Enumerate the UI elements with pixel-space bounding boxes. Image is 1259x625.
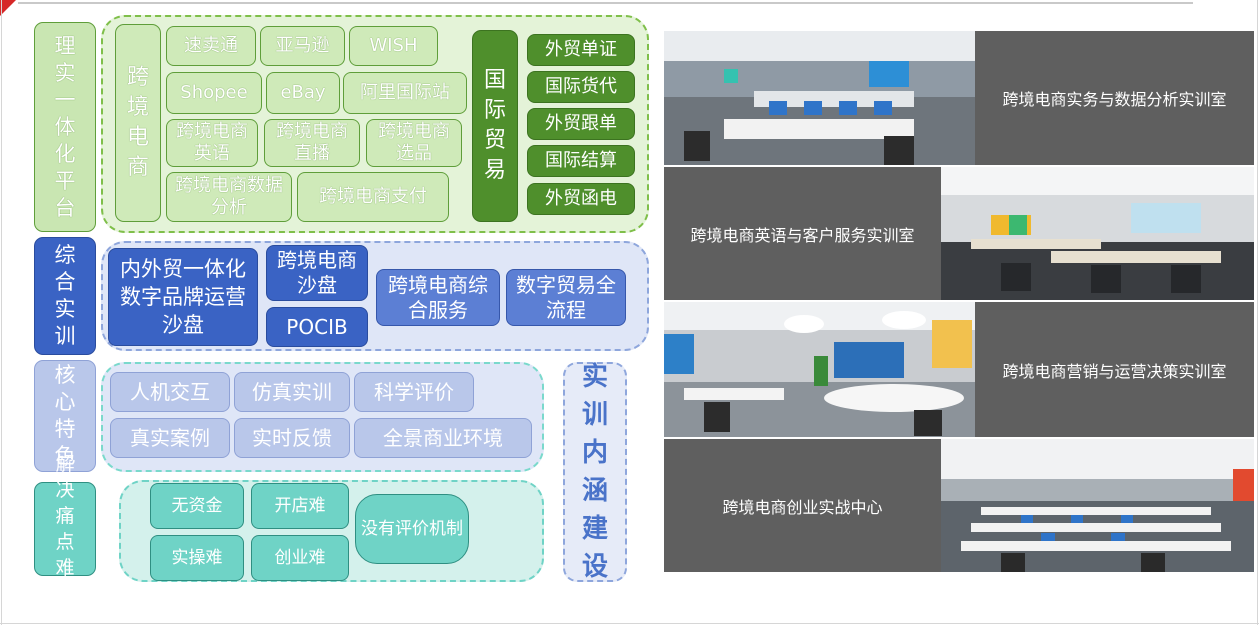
label-training: 综合实训 bbox=[34, 237, 96, 355]
module-tile-payment: 跨境电商支付 bbox=[297, 172, 449, 222]
room-photo-3 bbox=[664, 302, 975, 437]
room-photo-2 bbox=[941, 167, 1254, 300]
module-tile-live: 跨境电商直播 bbox=[264, 119, 360, 167]
feature-tile-business-env: 全景商业环境 bbox=[354, 418, 532, 458]
feature-tile-simulation: 仿真实训 bbox=[234, 372, 350, 412]
pain-tile-store-opening: 开店难 bbox=[251, 483, 349, 529]
module-tile-selection: 跨境电商选品 bbox=[366, 119, 462, 167]
frame-edge-left bbox=[1, 0, 2, 625]
platform-tile-ebay: eBay bbox=[266, 72, 340, 114]
platform-tile-aliexpress: 速卖通 bbox=[166, 26, 256, 66]
label-features: 核心特色 bbox=[34, 360, 96, 472]
pain-tile-practice: 实操难 bbox=[150, 535, 244, 581]
platform-tile-shopee: Shopee bbox=[166, 72, 262, 114]
frame-edge-bottom bbox=[0, 623, 1259, 624]
feature-tile-real-cases: 真实案例 bbox=[110, 418, 230, 458]
platform-tile-wish: WISH bbox=[349, 26, 438, 66]
room-caption-4: 跨境电商创业实战中心 bbox=[664, 439, 941, 572]
trade-tile-correspondence: 外贸函电 bbox=[527, 183, 635, 215]
training-tile-integrated-service: 跨境电商综合服务 bbox=[376, 269, 500, 326]
trade-tile-documents: 外贸单证 bbox=[527, 34, 635, 66]
top-divider bbox=[18, 2, 1193, 4]
room-caption-1: 跨境电商实务与数据分析实训室 bbox=[975, 31, 1254, 165]
label-pain-points: 解决痛点难点 bbox=[34, 453, 96, 605]
training-tile-ecommerce-sandbox: 跨境电商沙盘 bbox=[266, 245, 368, 301]
training-tile-brand-sandbox: 内外贸一体化数字品牌运营沙盘 bbox=[108, 248, 258, 346]
trade-tile-merchandising: 外贸跟单 bbox=[527, 108, 635, 140]
frame-edge-right bbox=[1257, 0, 1258, 625]
training-tile-digital-trade: 数字贸易全流程 bbox=[506, 269, 626, 326]
room-photo-4 bbox=[941, 439, 1254, 572]
room-caption-3: 跨境电商营销与运营决策实训室 bbox=[975, 302, 1254, 437]
room-photo-1 bbox=[664, 31, 975, 165]
trade-tile-forwarding: 国际货代 bbox=[527, 71, 635, 103]
pain-tile-startup: 创业难 bbox=[251, 535, 349, 581]
ecommerce-title: 跨境电商 bbox=[115, 24, 161, 222]
platform-tile-alibaba: 阿里国际站 bbox=[343, 72, 467, 114]
room-caption-2: 跨境电商英语与客户服务实训室 bbox=[664, 167, 941, 300]
trade-tile-settlement: 国际结算 bbox=[527, 145, 635, 177]
trade-title: 国际贸易 bbox=[472, 30, 518, 222]
module-tile-data-analysis: 跨境电商数据分析 bbox=[166, 172, 292, 222]
label-connotation: 实训内涵建设 bbox=[563, 362, 627, 582]
feature-tile-evaluation: 科学评价 bbox=[354, 372, 474, 412]
training-tile-pocib: POCIB bbox=[266, 307, 368, 347]
feature-tile-interaction: 人机交互 bbox=[110, 372, 230, 412]
pain-tile-no-evaluation: 没有评价机制 bbox=[355, 494, 469, 564]
platform-tile-amazon: 亚马逊 bbox=[260, 26, 345, 66]
label-platform: 理实一体化平台 bbox=[34, 22, 96, 232]
feature-tile-feedback: 实时反馈 bbox=[234, 418, 350, 458]
corner-accent bbox=[0, 0, 16, 16]
module-tile-english: 跨境电商英语 bbox=[166, 119, 258, 167]
pain-tile-no-funds: 无资金 bbox=[150, 483, 244, 529]
